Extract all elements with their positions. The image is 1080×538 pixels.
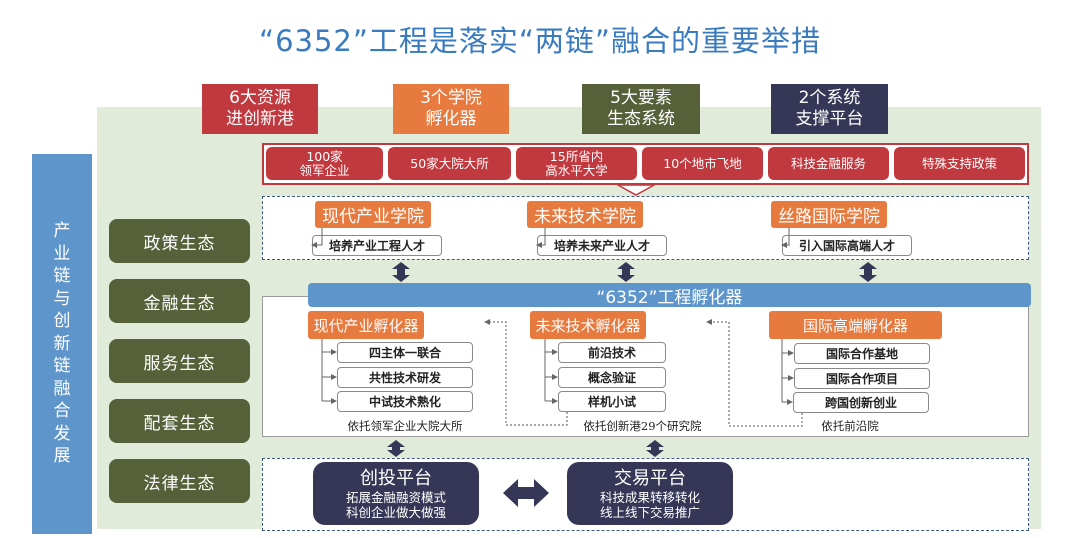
college-silk-road: 丝路国际学院	[771, 201, 887, 228]
incubator-item: 共性技术研发	[337, 367, 473, 388]
platform-line2: 科创企业做大做强	[345, 504, 446, 520]
college-modern-industry: 现代产业学院	[315, 201, 431, 228]
resource-item: 科技金融服务	[768, 147, 889, 180]
connector-line	[781, 228, 790, 248]
eco-supporting: 配套生态	[109, 399, 250, 443]
incubator-future-tech: 未来技术孵化器	[530, 311, 646, 339]
incubator-item: 跨国创新创业	[793, 392, 929, 413]
incubator-item: 国际合作基地	[794, 343, 930, 364]
side-char: 业	[53, 243, 71, 264]
side-char: 融	[53, 378, 71, 399]
incubator-item: 概念验证	[558, 367, 666, 388]
header-two-systems: 2个系统 支撑平台	[771, 84, 888, 134]
resource-line2: 高水平大学	[545, 162, 608, 178]
platform-venture: 创投平台 拓展金融融资模式 科创企业做大做强	[313, 462, 479, 525]
header-line2: 进创新港	[226, 109, 294, 129]
header-line1: 6大资源	[229, 88, 291, 108]
header-line2: 生态系统	[607, 109, 675, 129]
resource-item: 100家 领军企业	[266, 147, 383, 180]
header-three-colleges: 3个学院 孵化器	[393, 84, 509, 134]
resource-line1: 50家大院大所	[410, 155, 489, 171]
header-five-elements: 5大要素 生态系统	[582, 84, 700, 134]
incubator-item: 中试技术熟化	[337, 391, 473, 412]
side-char: 与	[53, 288, 71, 309]
resource-item: 50家大院大所	[388, 147, 511, 180]
header-line1: 5大要素	[610, 88, 672, 108]
down-arrow-icon	[615, 184, 657, 196]
incubator-international: 国际高端孵化器	[769, 311, 942, 339]
resource-line1: 特殊支持政策	[921, 155, 997, 171]
resource-line1: 10个地市飞地	[663, 155, 742, 171]
page-title: “6352”工程是落实“两链”融合的重要举措	[259, 24, 821, 58]
incubator-modern-industry: 现代产业孵化器	[308, 311, 424, 339]
incubator-basis: 依托领军企业大院大所	[347, 419, 463, 433]
platform-name: 创投平台	[360, 467, 432, 489]
incubator-item: 前沿技术	[558, 342, 666, 363]
eco-finance: 金融生态	[109, 279, 250, 323]
eco-service: 服务生态	[109, 339, 250, 383]
updown-arrow-icon	[646, 440, 664, 457]
side-char: 产	[53, 221, 71, 242]
platform-line1: 科技成果转移转化	[599, 489, 700, 505]
resource-item: 10个地市飞地	[642, 147, 763, 180]
college-goal: 培养未来产业人才	[537, 235, 667, 256]
platform-line2: 线上线下交易推广	[599, 504, 700, 520]
resource-line1: 科技金融服务	[790, 155, 866, 171]
connector-line	[311, 228, 323, 248]
connector-line	[536, 228, 546, 248]
eco-legal: 法律生态	[109, 459, 250, 503]
resource-line2: 领军企业	[299, 162, 350, 178]
dashed-connector	[706, 319, 803, 427]
side-char: 合	[53, 401, 71, 422]
side-label-industry-innovation-chain: 产 业 链 与 创 新 链 融 合 发 展	[32, 154, 92, 534]
resource-item: 特殊支持政策	[894, 147, 1025, 180]
incubator-item: 四主体一联合	[337, 342, 473, 363]
resource-line1: 15所省内	[549, 148, 604, 164]
incubator-basis: 依托前沿院	[821, 419, 879, 433]
side-char: 展	[53, 446, 71, 467]
updown-arrow-icon	[859, 262, 877, 282]
resource-item: 15所省内 高水平大学	[516, 147, 637, 180]
platform-name: 交易平台	[614, 467, 686, 489]
side-char: 链	[53, 266, 71, 287]
updown-arrow-icon	[392, 262, 410, 282]
updown-arrow-icon	[387, 440, 405, 457]
incubator-item: 样机小试	[558, 391, 666, 412]
incubator-bar: “6352”工程孵化器	[308, 283, 1031, 308]
platform-line1: 拓展金融融资模式	[345, 489, 446, 505]
eco-policy: 政策生态	[109, 219, 250, 263]
header-six-resources: 6大资源 进创新港	[202, 84, 318, 134]
side-char: 发	[53, 423, 71, 444]
header-line2: 支撑平台	[795, 109, 864, 129]
header-line1: 3个学院	[420, 88, 482, 108]
dashed-connector	[484, 319, 568, 426]
incubator-item: 国际合作项目	[794, 368, 930, 389]
side-char: 链	[53, 356, 71, 377]
platform-trading: 交易平台 科技成果转移转化 线上线下交易推广	[567, 462, 733, 525]
header-line2: 孵化器	[425, 109, 477, 129]
college-future-tech: 未来技术学院	[527, 201, 643, 228]
updown-arrow-icon	[617, 262, 635, 282]
bidirectional-arrow-icon	[503, 479, 549, 507]
side-char: 新	[53, 333, 71, 354]
header-line1: 2个系统	[798, 88, 861, 108]
side-char: 创	[53, 311, 71, 332]
resource-line1: 100家	[306, 148, 343, 164]
incubator-basis: 依托创新港29个研究院	[583, 419, 702, 433]
